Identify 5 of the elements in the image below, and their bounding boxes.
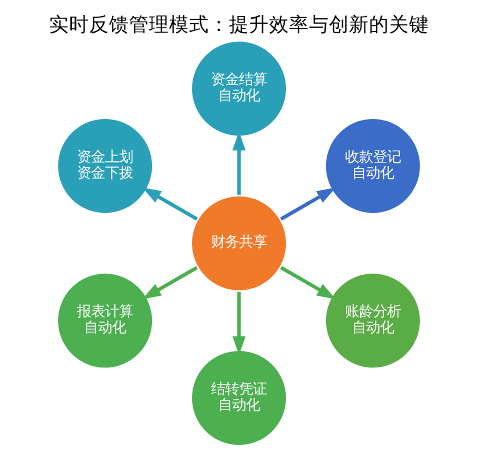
node-circle: 账龄分析自动化	[322, 270, 422, 370]
diagram-title: 实时反馈管理模式：提升效率与创新的关键	[48, 13, 428, 36]
arrow	[280, 266, 336, 300]
arrow	[280, 187, 336, 221]
node-circle: 收款登记自动化	[322, 116, 422, 216]
